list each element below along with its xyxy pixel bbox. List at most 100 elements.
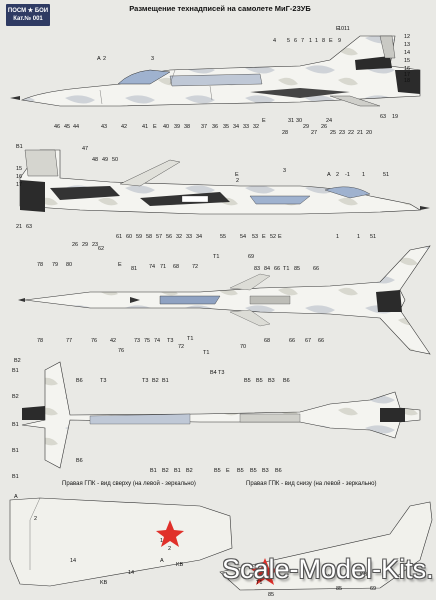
callout-label: 85 bbox=[336, 586, 342, 592]
callout-label: 48 bbox=[92, 157, 98, 163]
callout-label: 21 bbox=[16, 224, 22, 230]
callout-label: B6 bbox=[275, 468, 282, 474]
callout-label: 30 bbox=[296, 118, 302, 124]
callout-label: 14 bbox=[404, 50, 410, 56]
callout-label: 68 bbox=[264, 338, 270, 344]
callout-label: B2 bbox=[152, 378, 159, 384]
callout-label: 4 bbox=[273, 38, 276, 44]
callout-label: 37 bbox=[201, 124, 207, 130]
callout-label: KB bbox=[176, 562, 184, 568]
fin-left-bottom-view bbox=[219, 501, 433, 591]
callout-label: T1 bbox=[203, 350, 209, 356]
callout-label: 39 bbox=[174, 124, 180, 130]
callout-label: 81 bbox=[131, 266, 137, 272]
callout-label: 29 bbox=[303, 124, 309, 130]
callout-label: E bbox=[153, 124, 157, 130]
callout-label: T1 bbox=[256, 580, 262, 586]
callout-label: 73 bbox=[134, 338, 140, 344]
callout-label: 15 bbox=[404, 58, 410, 64]
callout-label: E bbox=[262, 118, 266, 124]
callout-label: 58 bbox=[146, 234, 152, 240]
callouts-side-right-top: A 2 3 4 5 6 7 1 1 8 E E 9 10 11 12 13 14… bbox=[97, 26, 410, 84]
callout-label: 25 bbox=[330, 130, 336, 136]
callout-label: 22 bbox=[348, 130, 354, 136]
callout-label: 57 bbox=[156, 234, 162, 240]
page-title: Размещение технадписей на самолете МиГ-2… bbox=[129, 4, 311, 13]
callout-label: B5 bbox=[250, 468, 257, 474]
callout-label: 52 bbox=[270, 234, 276, 240]
callout-label: B2 bbox=[14, 358, 21, 364]
callout-label: 12 bbox=[404, 34, 410, 40]
callout-label: B5 bbox=[214, 468, 221, 474]
callout-label: 63 bbox=[26, 224, 32, 230]
callout-label: E bbox=[226, 468, 230, 474]
callout-label: 66 bbox=[313, 266, 319, 272]
callout-label: B1 bbox=[16, 144, 23, 150]
fin-right-top-view bbox=[9, 497, 233, 587]
callout-label: 17 bbox=[404, 72, 410, 78]
callout-label: 66 bbox=[318, 338, 324, 344]
callout-label: T3 bbox=[100, 378, 106, 384]
callout-label: 24 bbox=[326, 118, 332, 124]
callouts-fin-left: T1 T1 85 85 69 KB bbox=[256, 572, 376, 598]
callout-label: 1 bbox=[315, 38, 318, 44]
logo-line2: Кат.№ 001 bbox=[13, 16, 43, 22]
caption-fin-right: Правая ГПК - вид сверху (на левой - зерк… bbox=[62, 481, 196, 487]
callout-label: 74 bbox=[154, 338, 160, 344]
callout-label: T3 bbox=[167, 338, 173, 344]
callout-label: 7 bbox=[301, 38, 304, 44]
callouts-side-left-top: B1 47 48 49 50 E 2 3 A 2 -1 1 51 bbox=[16, 144, 389, 184]
callout-label: E bbox=[262, 234, 266, 240]
callout-label: 20 bbox=[366, 130, 372, 136]
callout-label: T1 bbox=[187, 336, 193, 342]
callout-label: 62 bbox=[98, 246, 104, 252]
callout-label: T3 bbox=[218, 370, 224, 376]
callouts-top-view: 78 79 80 E 81 74 71 68 72 T1 69 83 84 66… bbox=[37, 254, 324, 356]
callout-label: 43 bbox=[101, 124, 107, 130]
callout-label: B1 bbox=[174, 468, 181, 474]
logo-line1: ПОСМ ★ БОИ bbox=[7, 8, 49, 14]
bottom-view bbox=[21, 361, 421, 469]
callout-label: 80 bbox=[66, 262, 72, 268]
callout-label: 2 bbox=[236, 178, 239, 184]
callout-label: 2 bbox=[103, 56, 106, 62]
callout-label: 78 bbox=[37, 262, 43, 268]
callout-label: 26 bbox=[321, 124, 327, 130]
callout-label: 78 bbox=[37, 338, 43, 344]
callout-label: 40 bbox=[163, 124, 169, 130]
callout-label: 69 bbox=[248, 254, 254, 260]
callout-label: 23 bbox=[339, 130, 345, 136]
callout-label: 51 bbox=[383, 172, 389, 178]
callout-label: 1 bbox=[309, 38, 312, 44]
callout-label: E bbox=[336, 26, 340, 32]
callout-label: 66 bbox=[289, 338, 295, 344]
callout-label: 53 bbox=[252, 234, 258, 240]
callout-label: 10 bbox=[338, 26, 344, 32]
callout-label: A bbox=[327, 172, 331, 178]
callout-label: T3 bbox=[142, 378, 148, 384]
callout-label: B1 bbox=[162, 378, 169, 384]
callout-label: 3 bbox=[151, 56, 154, 62]
callout-label: B2 bbox=[12, 394, 19, 400]
callout-label: B6 bbox=[283, 378, 290, 384]
side-view-left bbox=[19, 149, 430, 215]
callout-label: 23 bbox=[92, 242, 98, 248]
callout-label: B1 bbox=[12, 474, 19, 480]
callout-label: 84 bbox=[264, 266, 270, 272]
callout-label: T1 bbox=[283, 266, 289, 272]
callout-label: 14 bbox=[70, 558, 76, 564]
callout-label: 42 bbox=[121, 124, 127, 130]
callout-label: E bbox=[118, 262, 122, 268]
callout-label: 34 bbox=[196, 234, 202, 240]
callout-label: 75 bbox=[144, 338, 150, 344]
callout-label: 44 bbox=[73, 124, 79, 130]
callout-label: T1 bbox=[213, 254, 219, 260]
callout-label: 18 bbox=[404, 78, 410, 84]
callout-label: 16 bbox=[16, 174, 22, 180]
callout-label: B3 bbox=[268, 378, 275, 384]
callout-label: 71 bbox=[160, 264, 166, 270]
callout-label: B3 bbox=[262, 468, 269, 474]
callout-label: 72 bbox=[192, 264, 198, 270]
callout-label: 61 bbox=[116, 234, 122, 240]
